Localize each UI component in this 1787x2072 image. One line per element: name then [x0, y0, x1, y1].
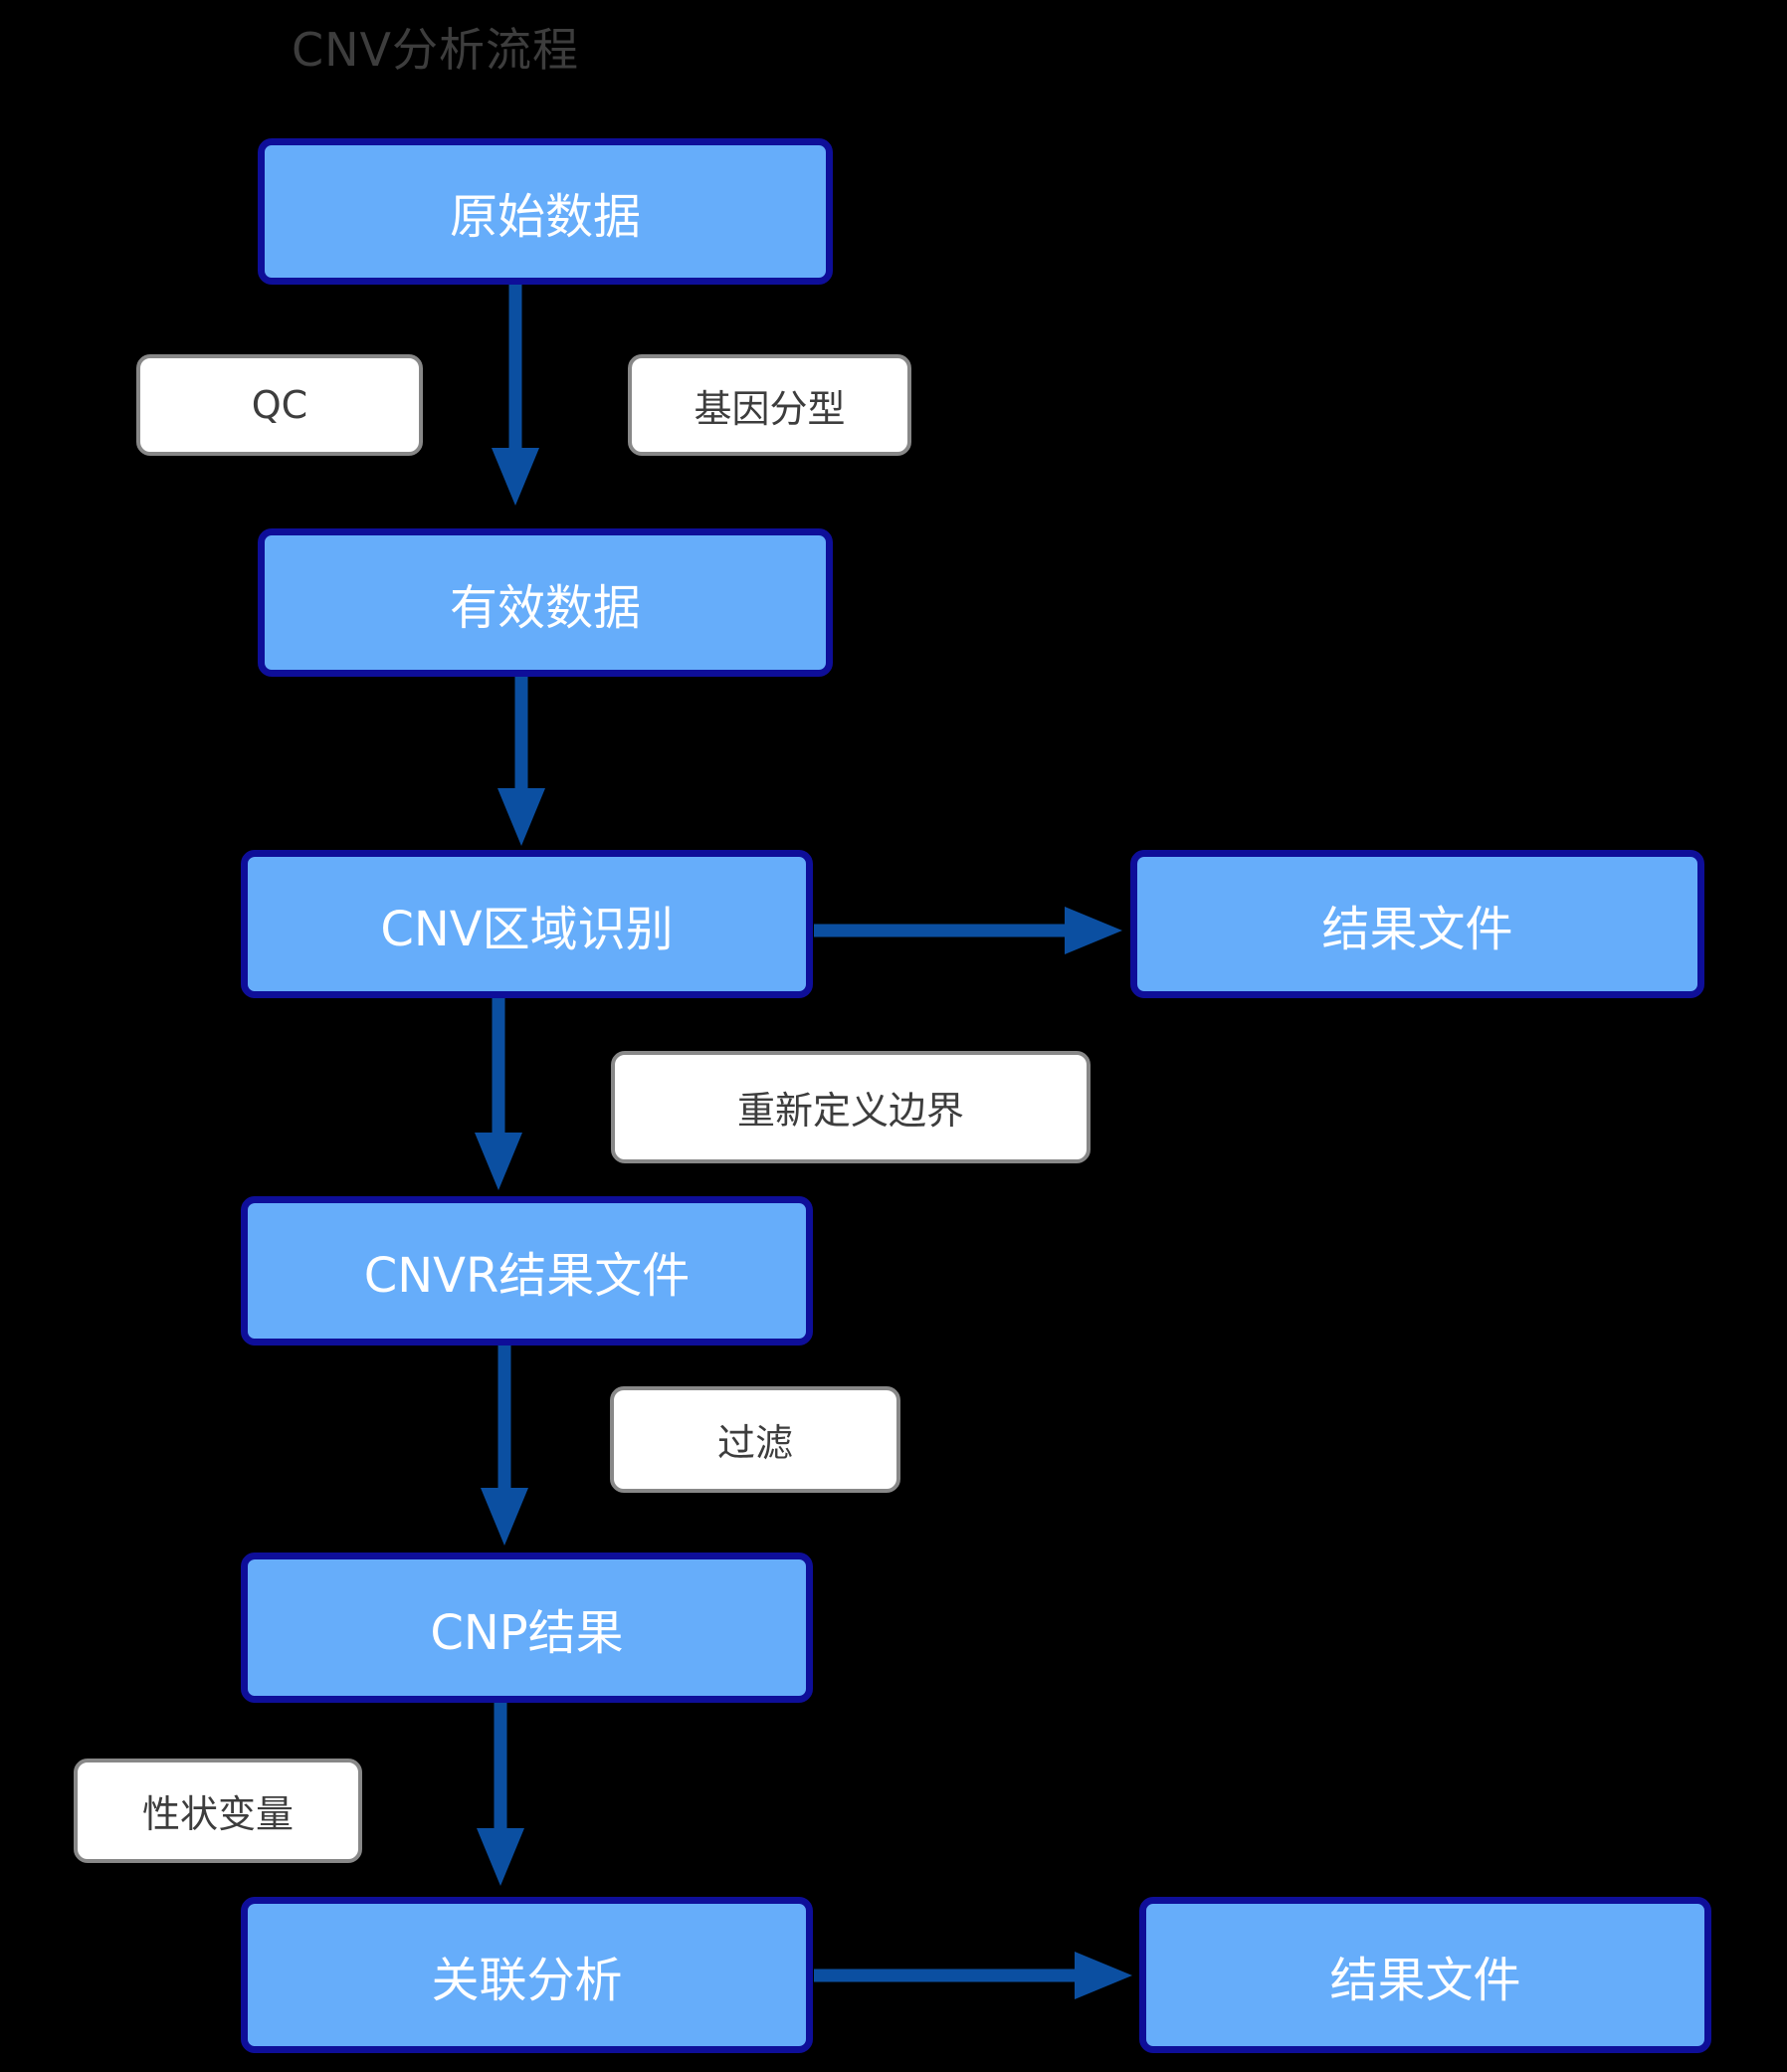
label-redefine-boundary: 重新定义边界 [611, 1051, 1091, 1163]
arrow-head-icon [1065, 907, 1122, 954]
arrow-cnp-to-association [477, 1703, 524, 1886]
arrow-head-icon [492, 448, 539, 506]
arrow-stem [514, 677, 528, 806]
arrow-association-to-result [814, 1952, 1132, 1999]
node-result-file-top-label: 结果文件 [1321, 901, 1513, 957]
arrow-cnvr-to-cnp [481, 1346, 528, 1546]
label-trait-variable-text: 性状变量 [141, 1792, 294, 1836]
node-cnv-region-label: CNV区域识别 [380, 901, 674, 957]
node-result-file-bottom: 结果文件 [1139, 1897, 1711, 2053]
arrow-stem [508, 285, 522, 466]
arrow-head-icon [477, 1828, 524, 1886]
arrow-head-icon [475, 1133, 522, 1190]
arrow-stem [497, 1346, 511, 1506]
node-cnp-result-label: CNP结果 [430, 1604, 624, 1661]
arrow-stem [814, 924, 1083, 937]
node-cnvr-result-label: CNVR结果文件 [363, 1248, 691, 1304]
label-filter: 过滤 [610, 1386, 900, 1493]
label-redefine-boundary-text: 重新定义边界 [736, 1089, 964, 1133]
label-genotyping-text: 基因分型 [694, 386, 846, 431]
label-qc: QC [136, 354, 423, 456]
label-trait-variable: 性状变量 [74, 1759, 362, 1863]
arrow-head-icon [481, 1488, 528, 1546]
node-result-file-bottom-label: 结果文件 [1329, 1952, 1521, 2008]
node-raw-data-label: 原始数据 [449, 188, 641, 245]
node-cnp-result: CNP结果 [241, 1553, 813, 1703]
arrow-stem [492, 998, 505, 1150]
arrow-stem [814, 1968, 1092, 1982]
label-filter-text: 过滤 [716, 1421, 793, 1465]
arrow-head-icon [497, 788, 545, 846]
node-association-label: 关联分析 [431, 1952, 623, 2008]
node-association: 关联分析 [241, 1897, 813, 2053]
arrow-cnv-region-to-cnvr [475, 998, 522, 1190]
node-result-file-top: 结果文件 [1130, 850, 1704, 998]
arrow-valid-to-cnv-region [497, 677, 545, 846]
node-valid-data: 有效数据 [258, 528, 833, 677]
label-genotyping: 基因分型 [628, 354, 911, 456]
node-cnv-region: CNV区域识别 [241, 850, 813, 998]
node-raw-data: 原始数据 [258, 138, 833, 285]
diagram-title: CNV分析流程 [292, 23, 579, 77]
arrow-head-icon [1075, 1952, 1132, 1999]
arrow-raw-to-valid [492, 285, 539, 506]
label-qc-text: QC [251, 383, 308, 427]
arrow-cnv-region-to-result [814, 907, 1122, 954]
node-cnvr-result: CNVR结果文件 [241, 1196, 813, 1346]
arrow-stem [494, 1703, 507, 1846]
node-valid-data-label: 有效数据 [449, 579, 641, 636]
